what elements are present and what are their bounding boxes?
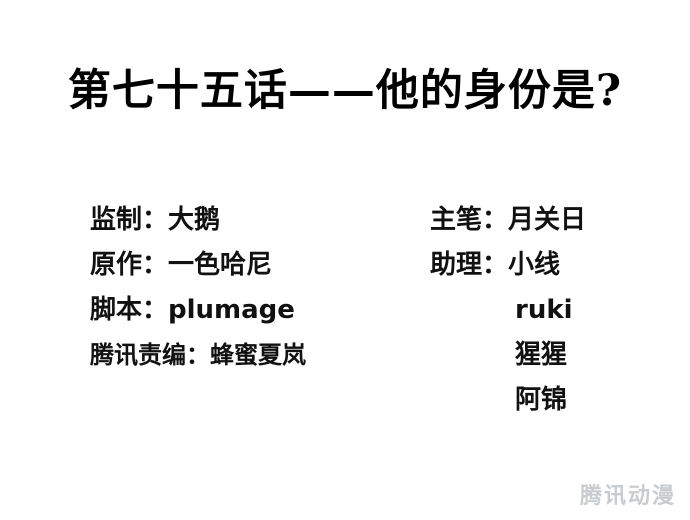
credit-line-supervisor: 监制：大鹅	[90, 205, 221, 235]
tencent-comics-watermark: 腾讯动漫	[579, 484, 676, 509]
credits-right-column: 主笔：月关日 助理：小线 ruki 猩猩 阿锦	[430, 198, 586, 423]
credit-line-assistant-2: ruki	[515, 295, 573, 325]
credit-line-assistant-3: 猩猩	[515, 340, 568, 370]
credits-left-column: 监制：大鹅 原作：一色哈尼 脚本：plumage 腾讯责编：蜂蜜夏岚	[90, 198, 306, 378]
credit-line-script: 脚本：plumage	[90, 295, 295, 325]
credit-line-lead-artist: 主笔：月关日	[430, 205, 587, 235]
credit-line-assistant-4: 阿锦	[515, 385, 568, 415]
chapter-title: 第七十五话——他的身份是?	[67, 66, 623, 116]
credit-line-original-work: 原作：一色哈尼	[90, 250, 273, 280]
credit-line-editor: 腾讯责编：蜂蜜夏岚	[90, 341, 306, 369]
credit-line-assistant: 助理：小线	[430, 250, 561, 280]
